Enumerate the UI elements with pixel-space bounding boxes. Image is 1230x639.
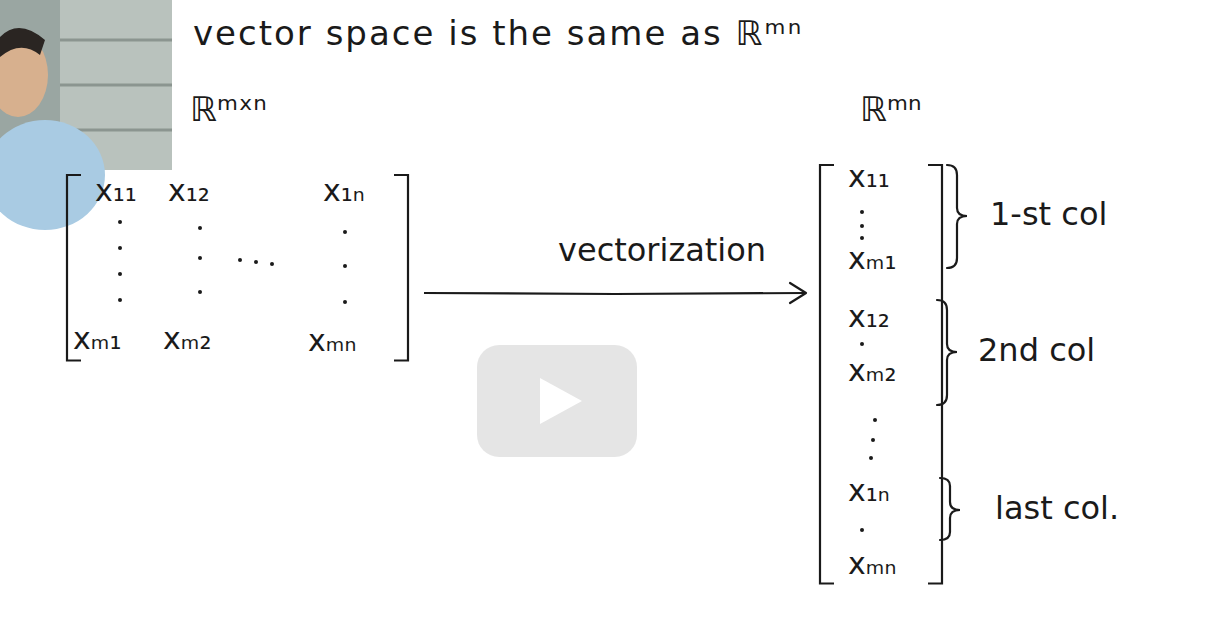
webcam-shelf-line xyxy=(60,39,172,42)
dot xyxy=(860,528,864,532)
play-button xyxy=(477,345,637,457)
dot xyxy=(198,226,202,230)
dot xyxy=(118,246,122,250)
matrix-entry: xₘₙ xyxy=(848,547,896,582)
arrow-connector xyxy=(424,283,806,303)
matrix-entry: xₘ₁ xyxy=(73,322,121,357)
matrix-entry: xₘ₂ xyxy=(848,354,896,389)
matrix-entry: x₁ₙ xyxy=(848,474,890,509)
matrix-entry: x₁₁ xyxy=(848,160,890,195)
column-label: last col. xyxy=(995,490,1119,527)
dot xyxy=(118,220,122,224)
curly-brace xyxy=(937,300,957,405)
column-label: 1-st col xyxy=(990,196,1107,233)
heading-text: vector space is the same as ℝᵐⁿ xyxy=(193,14,803,53)
right-bracket xyxy=(928,165,942,584)
arrow-label: vectorization xyxy=(555,232,769,269)
dot xyxy=(869,456,873,460)
dot xyxy=(118,298,122,302)
dot xyxy=(343,300,347,304)
matrix-entry: xₘ₂ xyxy=(163,322,211,357)
dot xyxy=(198,290,202,294)
arrow-head xyxy=(790,283,806,303)
play-button-background xyxy=(477,345,637,457)
left-bracket xyxy=(820,165,834,584)
space-label: ℝᵐˣⁿ xyxy=(190,90,267,129)
column-label: 2nd col xyxy=(978,332,1095,369)
dot xyxy=(871,438,875,442)
matrix-entry: x₁₂ xyxy=(168,174,210,209)
dot xyxy=(254,260,258,264)
dot xyxy=(860,210,864,214)
dot xyxy=(860,224,864,228)
dot xyxy=(343,264,347,268)
matrix: ℝᵐˣⁿ x₁₁ x₁₂ x₁ₙ xₘ₁ xₘ₂ xₘₙ xyxy=(55,82,420,372)
ellipsis-dots xyxy=(118,210,877,532)
dot xyxy=(860,342,864,346)
arrow-shaft xyxy=(424,293,806,294)
dot xyxy=(873,418,877,422)
webcam-shelf-line xyxy=(60,84,172,87)
right-bracket xyxy=(394,175,408,361)
matrix-entry: x₁ₙ xyxy=(323,174,365,209)
webcam-shirt xyxy=(0,120,105,230)
column-vector: ℝᵐⁿ x₁₁ xₘ₁ x₁₂ xₘ₂ x₁ₙ xₘₙ xyxy=(810,88,960,598)
dot xyxy=(118,272,122,276)
dot xyxy=(270,262,274,266)
matrix-entry: xₘ₁ xyxy=(848,242,896,277)
dot xyxy=(198,256,202,260)
dot xyxy=(238,258,242,262)
matrix-entry: xₘₙ xyxy=(308,324,356,359)
webcam-inset xyxy=(0,0,172,230)
curly-brace xyxy=(947,165,967,268)
webcam-hair xyxy=(0,28,45,70)
dot xyxy=(860,236,864,240)
space-label: ℝᵐⁿ xyxy=(860,90,922,129)
play-button-triangle xyxy=(540,378,582,424)
matrix-entry: x₁₁ xyxy=(95,174,137,209)
dot xyxy=(343,230,347,234)
matrix-entry: x₁₂ xyxy=(848,300,890,335)
